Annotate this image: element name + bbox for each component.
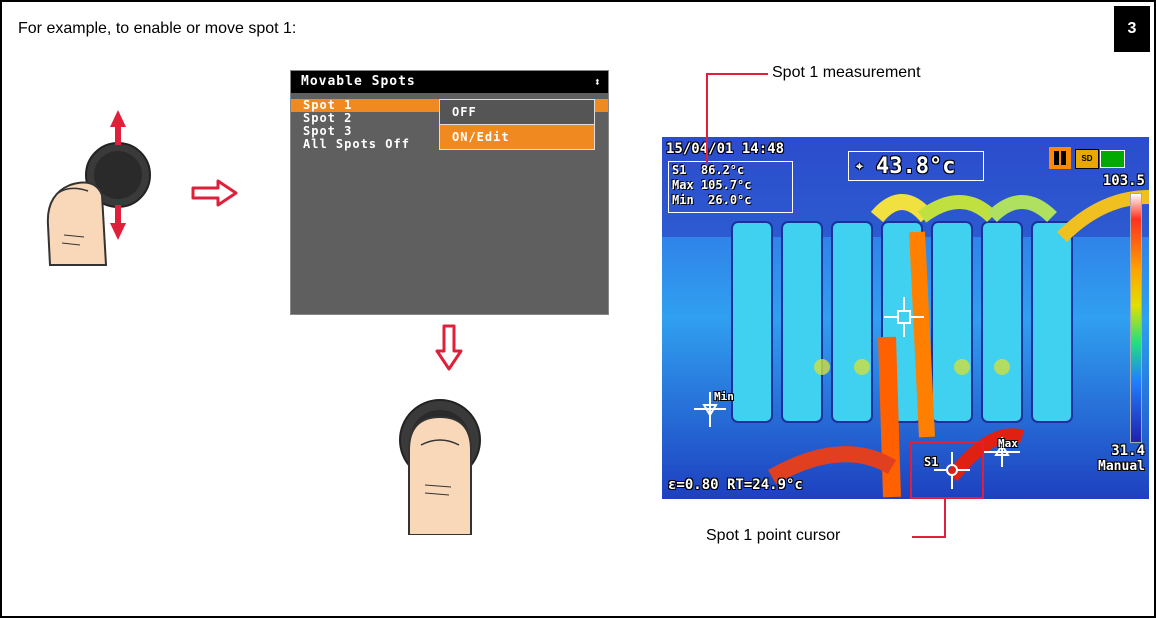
spot-1-cursor-highlight bbox=[910, 441, 984, 499]
max-value: 105.7°c bbox=[700, 178, 752, 192]
menu-item-spot-2[interactable]: Spot 2 bbox=[303, 111, 353, 125]
intro-text: For example, to enable or move spot 1: bbox=[18, 20, 297, 37]
updown-arrow-icon: ⬍ bbox=[593, 75, 602, 89]
popup-option-off[interactable]: OFF bbox=[452, 105, 477, 119]
cursor-callout-line-v bbox=[944, 499, 946, 537]
page-number-badge: 3 bbox=[1114, 6, 1150, 52]
spot-measurement-box bbox=[668, 161, 793, 213]
crosshair-icon: ⌖ bbox=[856, 159, 863, 173]
emissivity-status: ε=0.80 RT=24.9°c bbox=[668, 477, 803, 493]
min-readout: Min 26.0°c bbox=[672, 193, 752, 207]
scale-max-value: 103.5 bbox=[1102, 173, 1145, 189]
max-readout: Max 105.7°c bbox=[672, 178, 752, 192]
menu-item-all-spots-off[interactable]: All Spots Off bbox=[303, 137, 410, 151]
measurement-callout-line-v bbox=[706, 73, 708, 163]
joystick-updown-icon bbox=[46, 110, 151, 266]
measurement-callout-line-h bbox=[706, 73, 768, 75]
max-label: Max bbox=[672, 178, 694, 192]
battery-icon bbox=[1100, 150, 1125, 168]
thermal-image-view: 15/04/01 14:48 S1 86.2°c Max 105.7°c Min… bbox=[662, 137, 1149, 499]
spot-1-measurement-callout: Spot 1 measurement bbox=[772, 64, 921, 81]
spot-1-readout: S1 86.2°c bbox=[672, 163, 744, 177]
popup-option-on-edit[interactable]: ON/Edit bbox=[440, 124, 594, 149]
thermal-image bbox=[662, 137, 1149, 499]
center-temp-box bbox=[848, 151, 984, 181]
right-arrow-icon bbox=[191, 179, 238, 207]
menu-title: Movable Spots ⬍ bbox=[291, 71, 608, 93]
down-arrow-icon bbox=[435, 324, 463, 371]
min-marker-label: Min bbox=[714, 390, 734, 403]
range-mode: Manual bbox=[1098, 459, 1145, 474]
spot-option-popup: OFF ON/Edit bbox=[439, 99, 595, 150]
center-temperature: 43.8°c bbox=[876, 154, 956, 179]
joystick-press-icon bbox=[399, 399, 481, 535]
min-label: Min bbox=[672, 193, 694, 207]
menu-title-text: Movable Spots bbox=[301, 74, 416, 89]
spot-1-marker-label: S1 bbox=[924, 455, 939, 469]
pause-icon bbox=[1049, 147, 1071, 169]
movable-spots-menu: Movable Spots ⬍ Spot 1 Spot 2 Spot 3 All… bbox=[290, 70, 609, 315]
thermal-datetime: 15/04/01 14:48 bbox=[666, 141, 785, 157]
spot-1-cursor-callout: Spot 1 point cursor bbox=[706, 527, 841, 544]
spot-1-label: S1 bbox=[672, 163, 687, 177]
max-marker-label: Max bbox=[998, 437, 1018, 450]
menu-item-spot-3[interactable]: Spot 3 bbox=[303, 124, 353, 138]
spot-1-value: 86.2°c bbox=[700, 163, 745, 177]
scale-min-value: 31.4 bbox=[1111, 443, 1145, 459]
min-value: 26.0°c bbox=[708, 193, 752, 207]
sd-card-icon: SD bbox=[1075, 149, 1099, 169]
temperature-color-scale bbox=[1130, 193, 1142, 443]
cursor-callout-line-h bbox=[912, 536, 946, 538]
